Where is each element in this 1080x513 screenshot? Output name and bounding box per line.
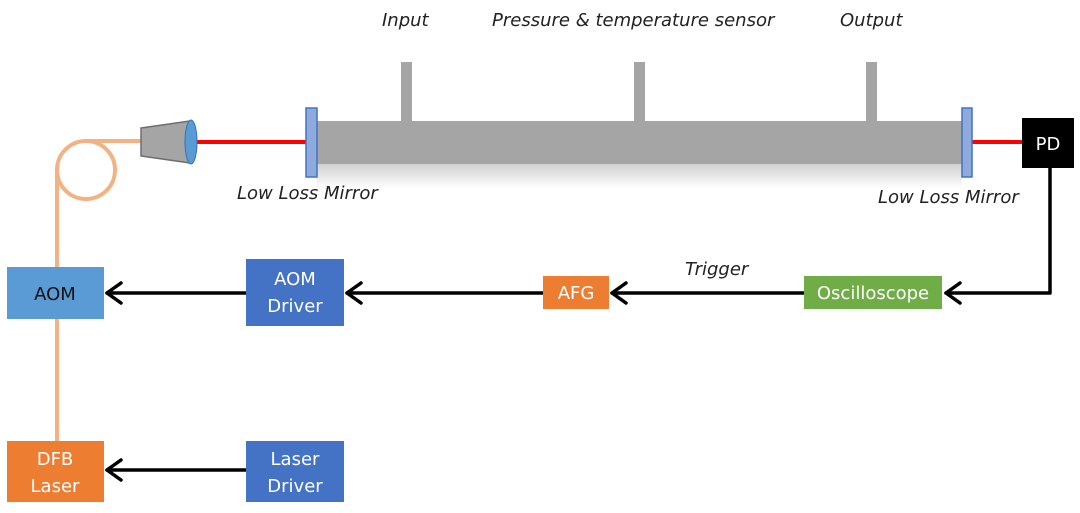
- aom-driver-label-line1: AOM: [274, 269, 316, 290]
- arrowhead-oscilloscope-icon: [944, 281, 962, 305]
- pd-to-oscilloscope-line: [944, 166, 1052, 295]
- aom-driver-label-line2: Driver: [267, 296, 323, 317]
- aom-driver-box[interactable]: AOM Driver: [246, 259, 344, 326]
- left-mirror: [305, 107, 318, 178]
- arrowhead-afg-icon: [610, 281, 628, 305]
- dfb-laser-label-line1: DFB: [37, 449, 74, 470]
- output-port: [866, 62, 877, 122]
- aom-box[interactable]: AOM: [7, 267, 104, 319]
- gas-cell-cavity: [317, 121, 962, 164]
- output-label: Output: [840, 10, 903, 31]
- right-mirror: [961, 107, 973, 178]
- oscilloscope-box[interactable]: Oscilloscope: [804, 276, 942, 309]
- afg-label: AFG: [558, 283, 595, 304]
- input-port: [401, 62, 412, 122]
- aom-label: AOM: [34, 284, 76, 305]
- collimator-lens-icon: [184, 119, 198, 165]
- sensor-label: Pressure & temperature sensor: [492, 10, 776, 31]
- dfb-laser-box[interactable]: DFB Laser: [7, 441, 104, 502]
- optical-fiber: [55, 139, 141, 441]
- photodetector[interactable]: PD: [1022, 118, 1074, 168]
- oscilloscope-label: Oscilloscope: [817, 283, 929, 304]
- cavity-shadow: [317, 164, 962, 188]
- arrowhead-dfb-icon: [105, 458, 123, 482]
- afg-box[interactable]: AFG: [543, 276, 609, 309]
- dfb-laser-label-line2: Laser: [31, 476, 81, 497]
- pd-label: PD: [1036, 134, 1061, 155]
- sensor-port: [634, 62, 645, 122]
- right-mirror-label: Low Loss Mirror: [878, 187, 1020, 208]
- laser-driver-label-line1: Laser: [271, 449, 321, 470]
- arrowhead-aom-icon: [105, 281, 123, 305]
- trigger-label: Trigger: [685, 259, 750, 280]
- laser-driver-box[interactable]: Laser Driver: [246, 441, 344, 502]
- fiber-collimator: [140, 120, 191, 164]
- input-label: Input: [382, 10, 430, 31]
- arrowhead-aom-driver-icon: [345, 281, 363, 305]
- laser-driver-label-line2: Driver: [267, 476, 323, 497]
- left-mirror-label: Low Loss Mirror: [237, 183, 379, 204]
